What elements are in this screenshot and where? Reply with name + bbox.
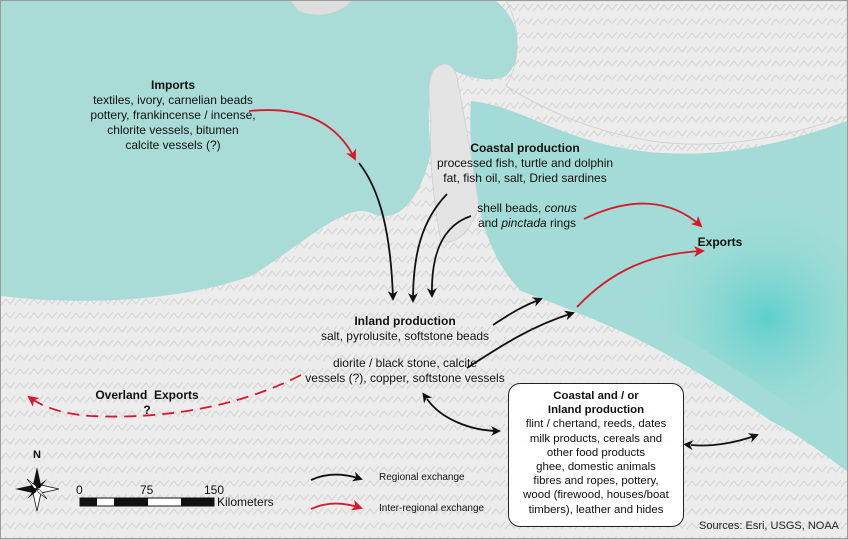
musandam-peninsula [428,63,480,243]
coastal-inland-line: flint / chertand, reeds, dates [525,418,667,431]
coastal-inland-line: fibres and ropes, pottery, [533,475,659,488]
arrow-coastal-to-inland-2 [426,215,472,298]
inland-production-label: Inland production salt, pyrolusite, soft… [305,314,505,344]
scale-tick-0: 0 [76,483,83,497]
coastal-production-line: processed fish, turtle and dolphin [436,156,614,170]
shell-text: and [477,216,502,230]
deep-sea [561,167,847,441]
coastal-production-label: Coastal production processed fish, turtl… [425,141,625,186]
coastal-inland-line: timbers), leather and hides [528,503,664,516]
shell-text: rings [546,216,577,230]
imports-line: calcite vessels (?) [125,138,221,152]
arrow-inland-to-box [422,392,501,436]
imports-line: textiles, ivory, carnelian beads [93,93,253,107]
diorite-line: vessels (?), copper, softstone vessels [305,371,505,385]
exports-title: Exports [697,235,743,249]
coastal-inland-production-box: Coastal and / or Inland production flint… [508,383,684,527]
arrow-imports-to-inland [358,162,398,301]
coastal-inland-line: other food products [546,446,646,459]
imports-label: Imports textiles, ivory, carnelian beads… [63,78,283,153]
legend-inter-regional-line [310,499,363,511]
imports-title: Imports [150,78,195,92]
inland-production-title: Inland production [354,314,456,328]
persian-gulf [1,1,519,301]
north-arrow-icon [15,467,60,512]
legend-inter-regional-label: Inter-regional exchange [379,503,485,514]
coastal-inland-title-1: Coastal and / or [553,390,639,402]
coastal-production-line: fat, fish oil, salt, Dried sardines [443,171,607,185]
imports-line: pottery, frankincense / incense, [90,108,256,122]
shell-text: shell beads, [477,201,545,215]
coastal-inland-line: wood (firewood, houses/boat [523,489,669,502]
scale-bar [79,497,215,507]
inland-production-line: salt, pyrolusite, softstone beads [320,329,490,343]
arrow-box-to-coast [683,433,759,451]
coastal-inland-line: milk products, cereals and [529,432,663,445]
overland-exports-label: Overland Exports ? [87,388,207,418]
arrow-coast-to-exports [576,245,705,308]
scale-tick-75: 75 [140,483,154,497]
arrow-imports-red [248,109,356,161]
island [291,1,351,15]
arrow-overland-exports [27,374,302,418]
diorite-label: diorite / black stone, calcite vessels (… [305,356,505,386]
arrow-inland-to-coast [492,297,543,326]
diorite-line: diorite / black stone, calcite [332,356,478,370]
arrow-shell-to-exports [583,202,703,228]
arrow-coastal-to-inland-1 [408,193,448,303]
shell-beads-label: shell beads, conus and pinctada rings [467,201,587,231]
overland-exports-question: ? [143,403,151,417]
overland-exports-title: Overland Exports [95,388,199,402]
legend-regional-line [310,471,363,482]
conus-text: conus [544,201,577,215]
coastal-inland-title-2: Inland production [547,404,645,417]
shell-line-2: and pinctada rings [467,216,587,231]
exports-label: Exports [685,235,755,250]
shell-line-1: shell beads, conus [467,201,587,216]
iran-coast [505,1,847,145]
scale-tick-150: 150 [204,483,225,497]
sources-credit: Sources: Esri, USGS, NOAA [699,520,839,532]
coastal-inland-line: ghee, domestic animals [536,461,656,474]
imports-line: chlorite vessels, bitumen [107,123,239,137]
pinctada-text: pinctada [501,216,547,230]
legend-regional-label: Regional exchange [379,472,465,483]
north-label: N [33,449,41,461]
scale-unit: Kilometers [217,495,274,509]
arrow-diorite-to-coast [466,310,575,369]
coastal-production-title: Coastal production [470,141,580,155]
